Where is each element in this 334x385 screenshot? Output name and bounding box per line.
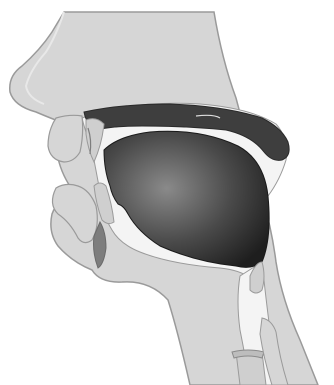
upper-lip-shape [48,115,83,162]
